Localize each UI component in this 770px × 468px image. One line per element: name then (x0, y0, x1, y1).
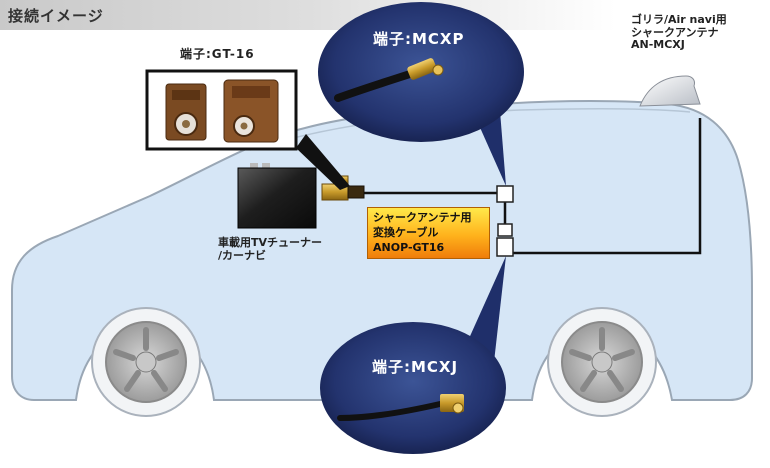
gt16-pointer (296, 134, 350, 190)
mcxj-pointer (462, 256, 506, 362)
tuner-label-line: /カーナビ (218, 248, 267, 262)
front-wheel-icon (91, 307, 201, 417)
mcxj-jack-icon (497, 223, 513, 237)
antenna-label-line: シャークアンテナ (631, 25, 719, 39)
cable-callout: シャークアンテナ用 変換ケーブル ANOP-GT16 (367, 207, 490, 259)
shark-antenna-icon (639, 75, 701, 107)
antenna-label-line: AN-MCXJ (631, 38, 685, 52)
window-line (249, 107, 691, 151)
antenna-label-line: ゴリラ/Air navi用 (631, 13, 727, 26)
cable-callout-line: 変換ケーブル (373, 226, 439, 239)
mcxj-body-icon (496, 237, 514, 257)
mcxp-label: 端子:MCXP (373, 30, 465, 48)
antenna-label: ゴリラ/Air navi用 シャークアンテナ AN-MCXJ (631, 13, 727, 52)
mcxj-photo (320, 322, 506, 454)
gt16-label: 端子:GT-16 (180, 47, 255, 61)
cable-callout-line: シャークアンテナ用 (373, 211, 472, 224)
tuner-label: 車載用TVチューナー /カーナビ (218, 236, 323, 262)
cable-callout-line: ANOP-GT16 (373, 241, 445, 254)
page-title: 接続イメージ (8, 7, 104, 25)
tuner-label-line: 車載用TVチューナー (218, 236, 323, 249)
gt16-photo (145, 69, 298, 151)
rear-wheel-icon (547, 307, 657, 417)
cable-callout-text: シャークアンテナ用 変換ケーブル ANOP-GT16 (373, 210, 472, 255)
tv-tuner-icon (237, 163, 317, 229)
mcxp-plug-icon (496, 185, 514, 203)
mcxp-photo (318, 2, 524, 142)
mcxj-label: 端子:MCXJ (372, 358, 459, 376)
cable-to-antenna (512, 118, 702, 255)
